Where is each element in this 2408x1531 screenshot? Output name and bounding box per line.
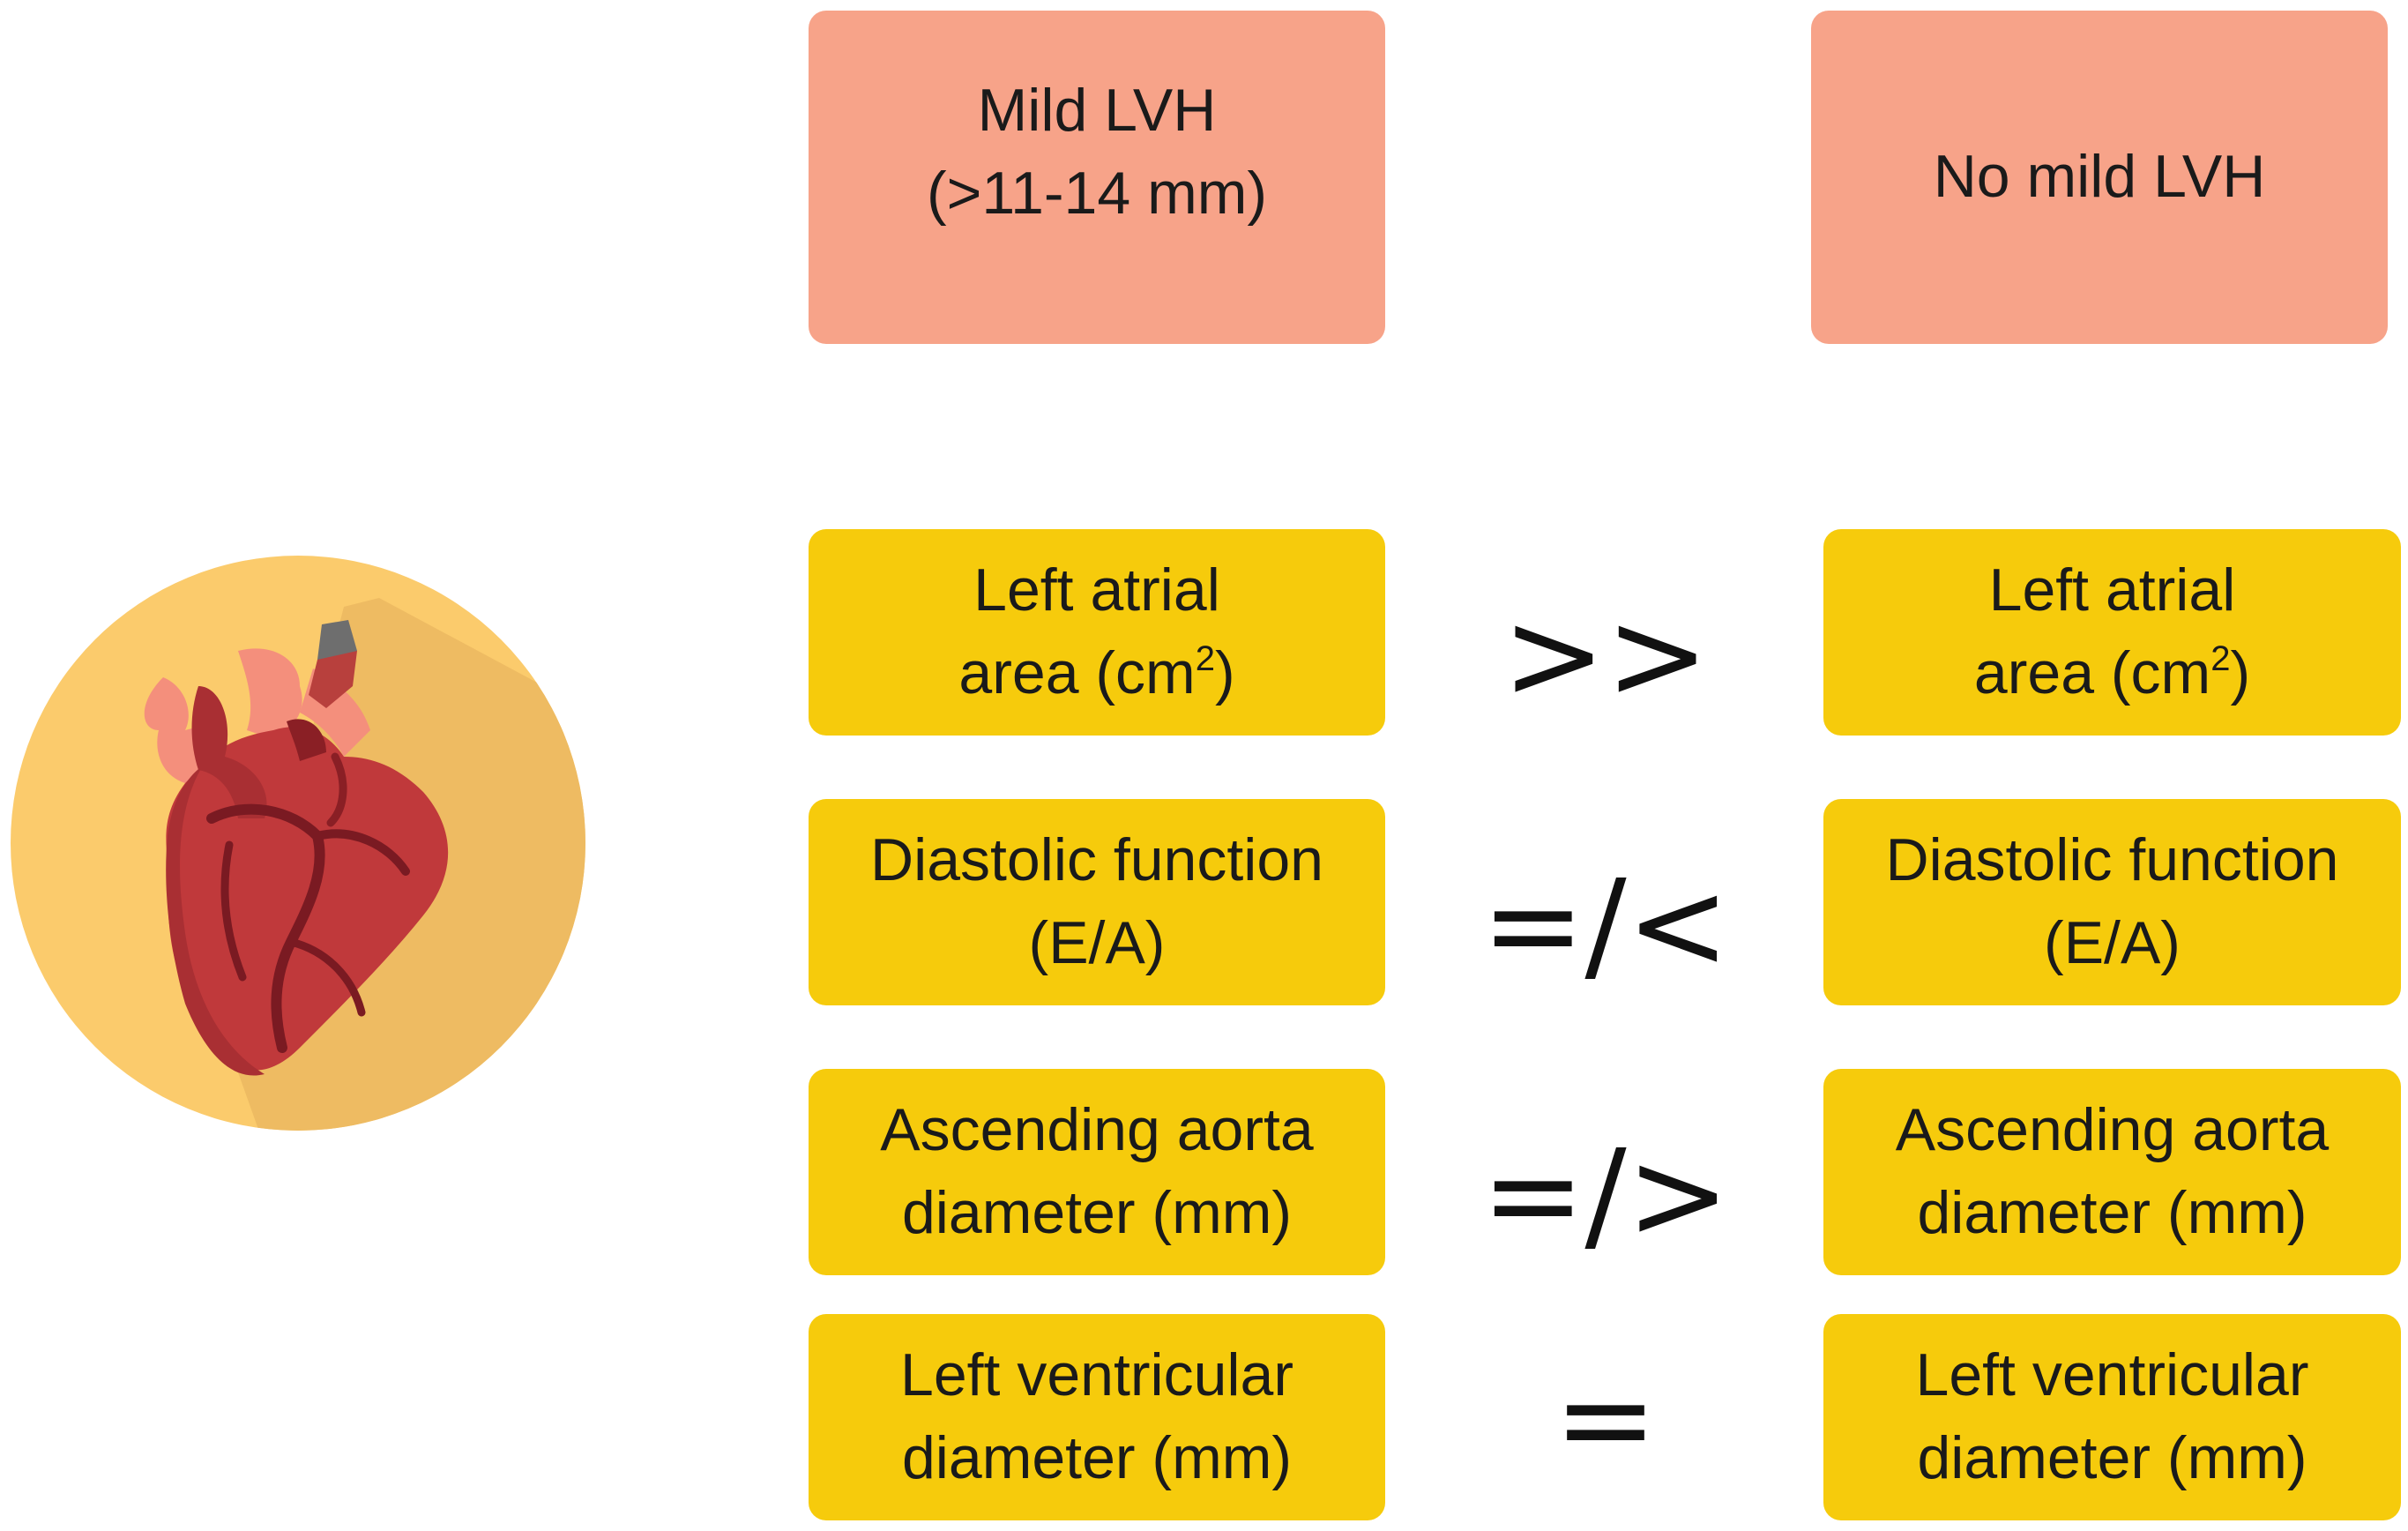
metric-label-line2: (E/A) xyxy=(2044,909,2181,976)
metric-label-line2: diameter (mm) xyxy=(901,1424,1293,1491)
left-ventricular-diameter-no-mild: Left ventricular diameter (mm) xyxy=(1823,1314,2401,1520)
left-atrial-area-no-mild: Left atrial area (cm2) xyxy=(1823,529,2401,736)
heart-icon xyxy=(11,556,585,1131)
comparison-symbol: =/> xyxy=(1481,1124,1730,1267)
diastolic-function-no-mild: Diastolic function (E/A) xyxy=(1823,799,2401,1005)
diastolic-function-mild: Diastolic function (E/A) xyxy=(809,799,1385,1005)
left-atrial-area-mild: Left atrial area (cm2) xyxy=(809,529,1385,736)
metric-label-line2: diameter (mm) xyxy=(901,1179,1293,1246)
ascending-aorta-no-mild: Ascending aorta diameter (mm) xyxy=(1823,1069,2401,1275)
metric-label-line1: Left atrial xyxy=(1988,556,2236,624)
metric-label-line1: Diastolic function xyxy=(1885,826,2339,894)
mild-lvh-range: (>11-14 mm) xyxy=(926,160,1268,227)
metric-label-line2: area (cm2) xyxy=(1973,639,2251,706)
metric-label-line2: diameter (mm) xyxy=(1917,1179,2307,1246)
metric-label-line2: diameter (mm) xyxy=(1917,1424,2307,1491)
metric-label-line1: Left ventricular xyxy=(1915,1341,2309,1409)
metric-label-line2: area (cm2) xyxy=(958,639,1235,706)
no-mild-lvh-title: No mild LVH xyxy=(1933,143,2266,211)
metric-label-line1: Left ventricular xyxy=(900,1341,1293,1409)
metric-label-line1: Left atrial xyxy=(973,556,1220,624)
ascending-aorta-mild: Ascending aorta diameter (mm) xyxy=(809,1069,1385,1275)
comparison-symbol: >> xyxy=(1502,584,1710,728)
metric-label-line1: Diastolic function xyxy=(869,826,1324,894)
metric-label-line1: Ascending aorta xyxy=(1895,1096,2330,1164)
mild-lvh-header: Mild LVH (>11-14 mm) xyxy=(809,11,1385,344)
metric-label-line2: (E/A) xyxy=(1028,909,1166,976)
mild-lvh-title: Mild LVH xyxy=(977,77,1217,145)
no-mild-lvh-header: No mild LVH xyxy=(1811,11,2388,344)
metric-label-line1: Ascending aorta xyxy=(880,1096,1314,1164)
comparison-symbol: =/< xyxy=(1481,854,1730,997)
left-ventricular-diameter-mild: Left ventricular diameter (mm) xyxy=(809,1314,1385,1520)
comparison-symbol: = xyxy=(1554,1348,1658,1491)
